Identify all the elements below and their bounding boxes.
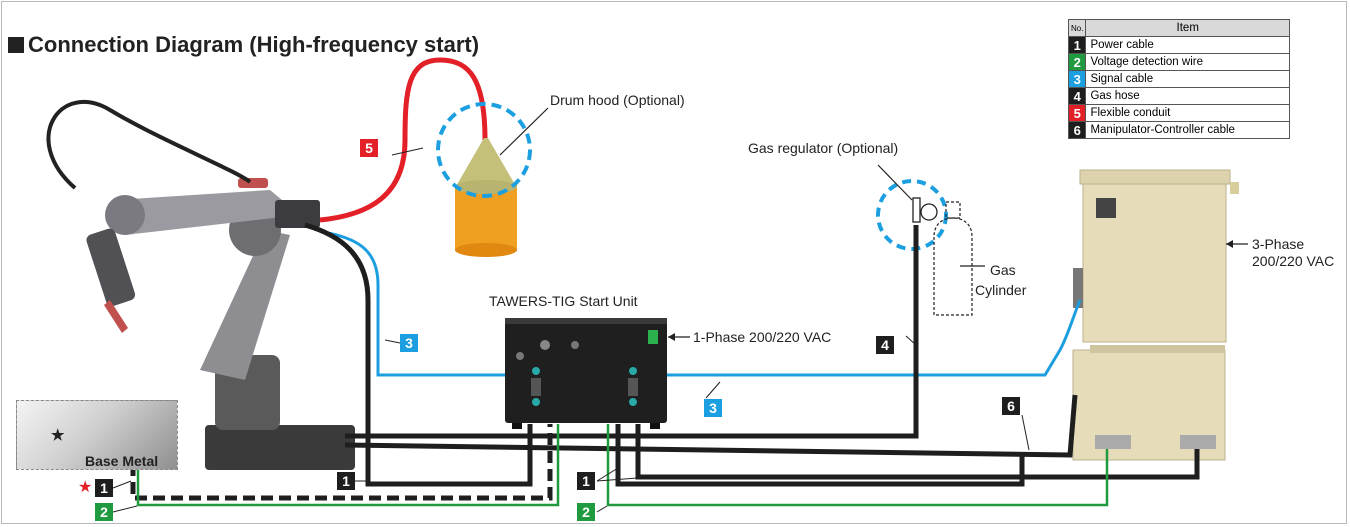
legend-item: Flexible conduit xyxy=(1085,104,1290,122)
gas-cylinder-label-1: Gas xyxy=(990,262,1016,278)
robot-controller xyxy=(1072,169,1239,461)
star-icon: ★ xyxy=(51,427,65,444)
legend-item: Gas hose xyxy=(1085,87,1290,105)
three-phase-label-1: 3-Phase xyxy=(1252,236,1305,252)
legend-item: Signal cable xyxy=(1085,70,1290,88)
gas-cylinder-label-2: Cylinder xyxy=(975,282,1027,298)
legend-header-item: Item xyxy=(1085,19,1290,37)
gas-regulator-label: Gas regulator (Optional) xyxy=(748,140,899,156)
marker-4: 4 xyxy=(876,336,894,354)
marker-1: 1 xyxy=(95,479,113,497)
gas-regulator xyxy=(876,179,973,316)
legend-no: 4 xyxy=(1067,87,1087,105)
legend-no: 1 xyxy=(1067,36,1087,54)
legend-no: 3 xyxy=(1067,70,1087,88)
drum-hood-label: Drum hood (Optional) xyxy=(550,92,685,108)
marker-1: 1 xyxy=(577,472,595,490)
marker-3: 3 xyxy=(704,399,722,417)
star-icon: ★ xyxy=(78,479,93,496)
base-metal-label: Base Metal xyxy=(85,453,159,469)
legend-item: Power cable xyxy=(1085,36,1290,54)
legend-item: Voltage detection wire xyxy=(1085,53,1290,71)
welding-robot xyxy=(46,99,355,470)
marker-6: 6 xyxy=(1002,397,1020,415)
start-unit-label: TAWERS-TIG Start Unit xyxy=(489,293,638,309)
base-metal: ★ Base Metal xyxy=(16,400,178,470)
legend-header-no: No. xyxy=(1067,19,1087,37)
legend-item: Manipulator-Controller cable xyxy=(1085,121,1290,139)
marker-2: 2 xyxy=(577,503,595,521)
single-phase-label: 1-Phase 200/220 VAC xyxy=(693,329,832,345)
legend-no: 2 xyxy=(1067,53,1087,71)
legend-no: 6 xyxy=(1067,121,1087,139)
marker-3: 3 xyxy=(400,334,418,352)
tawers-tig-start-unit xyxy=(505,318,667,429)
marker-1: 1 xyxy=(337,472,355,490)
three-phase-label-2: 200/220 VAC xyxy=(1252,253,1335,269)
page-title: Connection Diagram (High-frequency start… xyxy=(8,32,479,58)
drum-hood xyxy=(436,102,532,257)
marker-5: 5 xyxy=(360,139,378,157)
legend-no: 5 xyxy=(1067,104,1087,122)
marker-2: 2 xyxy=(95,503,113,521)
